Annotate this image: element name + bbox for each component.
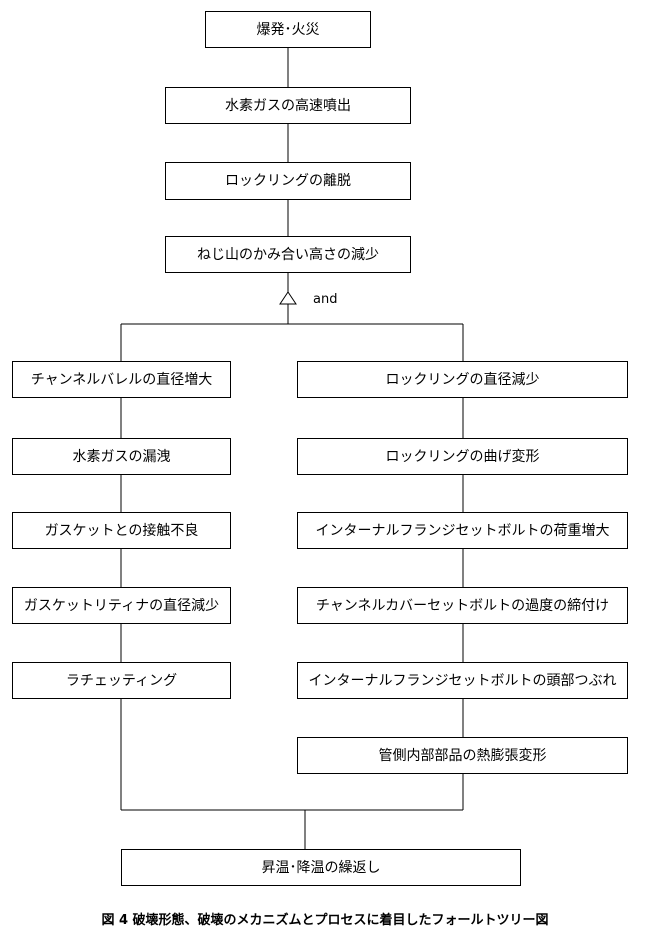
node-left-5: ラチェッティング [12,662,231,699]
node-right-1: ロックリングの直径減少 [297,361,628,398]
and-gate-triangle [279,291,297,305]
node-top-event: 爆発･火災 [205,11,371,48]
node-right-3: インターナルフランジセットボルトの荷重増大 [297,512,628,549]
node-bottom-thermal-cycling: 昇温･降温の繰返し [121,849,521,886]
node-left-1: チャンネルバレルの直径増大 [12,361,231,398]
node-right-4: チャンネルカバーセットボルトの過度の締付け [297,587,628,624]
figure-caption: 図 4 破壊形態、破壊のメカニズムとプロセスに着目したフォールトツリー図 [101,913,549,928]
node-left-2: 水素ガスの漏洩 [12,438,231,475]
node-left-3: ガスケットとの接触不良 [12,512,231,549]
node-right-6: 管側内部部品の熱膨張変形 [297,737,628,774]
node-right-5: インターナルフランジセットボルトの頭部つぶれ [297,662,628,699]
node-right-2: ロックリングの曲げ変形 [297,438,628,475]
node-left-4: ガスケットリティナの直径減少 [12,587,231,624]
node-lockring-detach: ロックリングの離脱 [165,162,411,200]
and-gate-label: and [313,292,338,307]
node-hydrogen-jet: 水素ガスの高速噴出 [165,87,411,124]
node-thread-engagement: ねじ山のかみ合い高さの減少 [165,236,411,273]
